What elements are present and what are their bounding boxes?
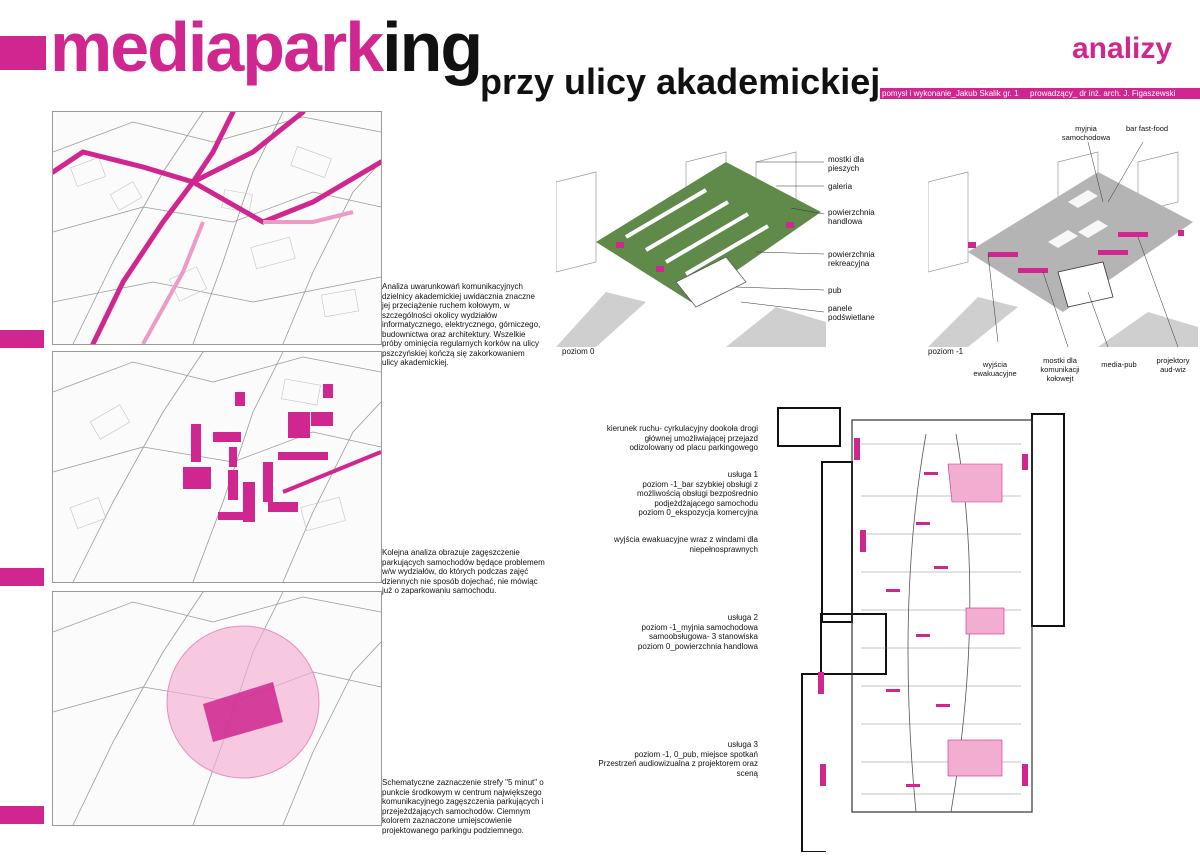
- analysis-text-3: Schematyczne zaznaczenie strefy "5 minut…: [382, 778, 544, 835]
- plan-note-circulation: kierunek ruchu- cyrkulacyjny dookoła dro…: [606, 424, 758, 452]
- plan-note-evacuation: wyjścia ewakuacyjne wraz z windami dla n…: [613, 535, 758, 554]
- side-bar-3: [0, 806, 44, 824]
- level-0-label-mostki: mostki dla pieszych: [828, 155, 865, 173]
- plan-note-service-1: usługa 1 poziom -1_bar szybkiej obsługi …: [637, 470, 758, 517]
- level-0-label-galeria: galeria: [828, 182, 853, 191]
- level-minus-1-axonometric: [927, 141, 1198, 348]
- level-0-axonometric: [555, 142, 826, 347]
- level-minus-1-label-mostki: mostki dla komunikacji kołowejt: [1040, 356, 1080, 383]
- header-accent-bar: [0, 36, 46, 70]
- level-0-label-panele: panele podświetlane: [828, 304, 875, 322]
- supervisor-credit: prowadzący_ dr inż. arch. J. Figaszewski: [1030, 89, 1176, 98]
- plan-note-service-3: usługa 3 poziom -1, 0_pub, miejsce spotk…: [598, 740, 758, 778]
- parking-density-map: [52, 351, 382, 583]
- plan-note-service-2: usługa 2 poziom -1_myjnia samochodowa sa…: [637, 613, 758, 651]
- analysis-text-1: Analiza uwarunkowań komunikacyjnych dzie…: [382, 282, 541, 367]
- section-title: analizy: [1072, 32, 1173, 65]
- parking-floor-plan: [766, 404, 1076, 853]
- level-minus-1-label-projektory: projektory aud-wiz: [1156, 356, 1190, 374]
- level-0-label-pub: pub: [828, 286, 842, 295]
- level-0-label-handlowa: powierzchnia handlowa: [828, 208, 875, 226]
- credit-bar: [880, 88, 1200, 99]
- five-minute-zone-map: [52, 591, 382, 826]
- level-0-caption: poziom 0: [562, 347, 595, 356]
- page-subtitle: przy ulicy akademickiej: [480, 61, 881, 102]
- traffic-analysis-map: [52, 111, 382, 345]
- side-bar-1: [0, 330, 44, 348]
- level-minus-1-label-myjnia: myjnia samochodowa: [1061, 124, 1111, 142]
- analysis-text-2: Kolejna analiza obrazuje zagęszczenie pa…: [382, 548, 545, 595]
- level-minus-1-caption: poziom -1: [928, 347, 964, 356]
- page-title: mediaparking: [50, 8, 483, 86]
- level-minus-1-label-wyjscia: wyjścia ewakuacyjne: [973, 360, 1017, 378]
- author-credit: pomysł i wykonanie_Jakub Skalik gr. 1: [882, 89, 1019, 98]
- side-bar-2: [0, 568, 44, 586]
- level-0-label-rekreacyjna: powierzchnia rekreacyjna: [828, 250, 875, 268]
- level-minus-1-label-media-pub: media-pub: [1101, 360, 1137, 369]
- level-minus-1-label-bar: bar fast-food: [1126, 124, 1169, 133]
